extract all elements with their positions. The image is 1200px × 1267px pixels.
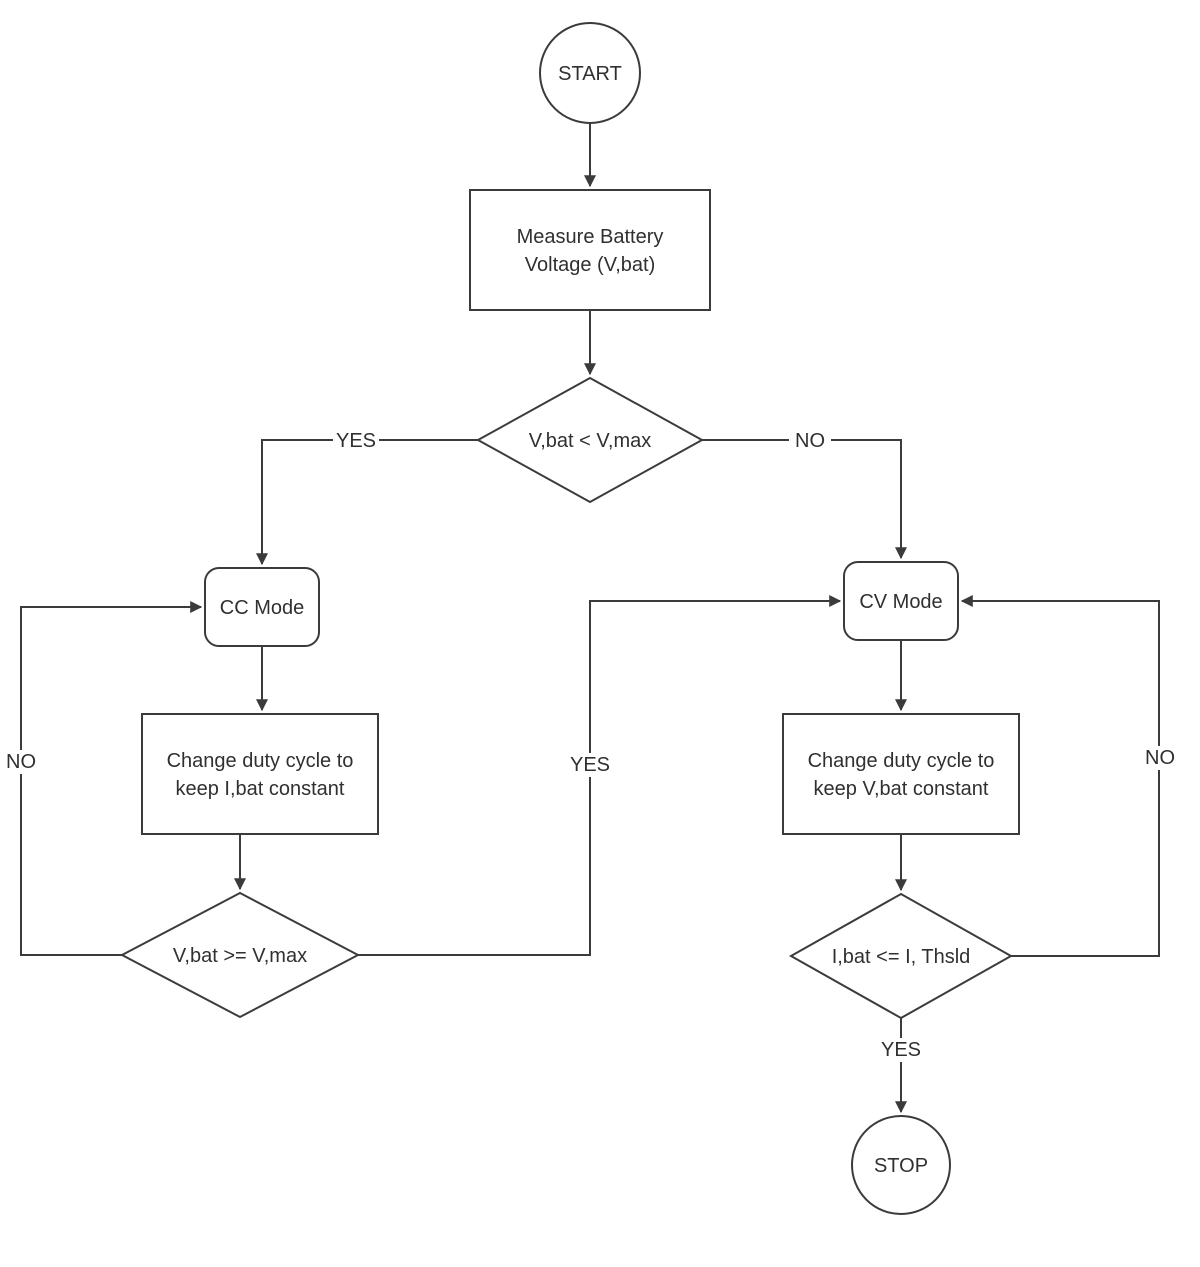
edge-decision-yes-to-cc xyxy=(256,439,478,566)
cc-duty-line2: keep I,bat constant xyxy=(175,778,344,800)
stop-label: STOP xyxy=(874,1155,928,1177)
label-bg xyxy=(333,428,379,452)
edge-decision-no-to-cv xyxy=(702,439,907,560)
label-bg xyxy=(2,750,40,774)
decision-cc-exit-label: V,bat >= V,max xyxy=(173,945,307,967)
node-stop: STOP xyxy=(851,1115,951,1215)
edge-label-cv-loop-no: NO xyxy=(1145,747,1175,769)
decision-voltage-label: V,bat < V,max xyxy=(529,430,652,452)
edge-label-cc-exit-yes: YES xyxy=(570,754,610,776)
edge-label-voltage-no: NO xyxy=(795,430,825,452)
node-measure-battery: Measure Battery Voltage (V,bat) xyxy=(469,189,711,311)
cv-mode-rect xyxy=(843,561,959,641)
stop-circle xyxy=(851,1115,951,1215)
edge-label-voltage-yes: YES xyxy=(336,430,376,452)
node-start: START xyxy=(539,22,641,124)
cv-mode-label: CV Mode xyxy=(859,591,942,613)
cv-duty-line2: keep V,bat constant xyxy=(814,778,989,800)
node-cc-mode: CC Mode xyxy=(204,567,320,647)
node-cc-duty-cycle: Change duty cycle to keep I,bat constant xyxy=(141,713,379,835)
decision-cc-exit-diamond xyxy=(119,891,361,1019)
edge-cv-loop-no xyxy=(960,595,1160,957)
node-decision-cc-exit: V,bat >= V,max xyxy=(119,891,361,1019)
node-decision-voltage: V,bat < V,max xyxy=(475,376,705,504)
decision-cv-exit-label: I,bat <= I, Thsld xyxy=(832,946,971,968)
decision-cv-exit-diamond xyxy=(788,892,1014,1020)
measure-battery-line2: Voltage (V,bat) xyxy=(525,254,655,276)
label-bg xyxy=(1139,746,1181,770)
start-circle xyxy=(539,22,641,124)
measure-battery-line1: Measure Battery xyxy=(517,226,664,248)
node-cv-duty-cycle: Change duty cycle to keep V,bat constant xyxy=(782,713,1020,835)
cc-mode-label: CC Mode xyxy=(220,597,304,619)
edges xyxy=(20,123,1160,1114)
label-bg xyxy=(789,428,831,452)
cc-duty-rect xyxy=(141,713,379,835)
label-bg xyxy=(567,753,613,777)
node-decision-cv-exit: I,bat <= I, Thsld xyxy=(788,892,1014,1020)
label-bg xyxy=(878,1038,924,1062)
start-label: START xyxy=(558,63,622,85)
edge-cc-loop-no xyxy=(20,601,203,956)
measure-battery-rect xyxy=(469,189,711,311)
edge-cc-exit-yes-to-cv xyxy=(358,595,842,956)
cc-mode-rect xyxy=(204,567,320,647)
node-cv-mode: CV Mode xyxy=(843,561,959,641)
cv-duty-rect xyxy=(782,713,1020,835)
edge-labels: YES NO NO YES NO YES xyxy=(2,428,1181,1062)
edge-label-cv-exit-yes: YES xyxy=(881,1039,921,1061)
edge-label-cc-loop-no: NO xyxy=(6,751,36,773)
decision-voltage-diamond xyxy=(475,376,705,504)
cv-duty-line1: Change duty cycle to xyxy=(808,750,995,772)
cc-duty-line1: Change duty cycle to xyxy=(167,750,354,772)
